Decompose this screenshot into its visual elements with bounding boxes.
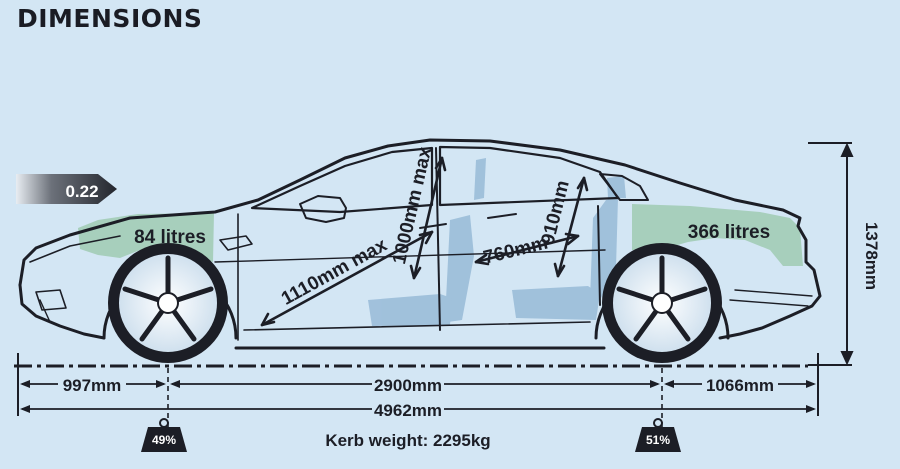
front-wheel [108,243,228,363]
height-label: 1378mm [862,222,881,290]
front-boot-label: 84 litres [134,227,206,248]
kerb-weight-label: Kerb weight: 2295kg [325,431,490,450]
length-label: 4962mm [374,401,442,420]
length-dimensions [14,353,819,440]
front-legroom-label: 1110mm max [278,234,391,309]
rear-wheel [602,243,722,363]
interior-arrows [260,156,589,327]
car-body [18,138,822,350]
wheelbase-label: 2900mm [374,376,442,395]
page-title: DIMENSIONS [17,4,202,33]
rear-boot-label: 366 litres [688,222,770,243]
drag-coefficient-value: 0.22 [65,182,98,201]
height-dimension [808,142,854,366]
rear-weight-label: 51% [646,433,670,447]
rear-weight-icon [635,418,681,452]
drag-coefficient-badge: 0.22 [16,174,117,204]
rear-boot-area [632,204,803,266]
front-weight-label: 49% [152,433,176,447]
rear-overhang-label: 1066mm [706,376,774,395]
front-weight-icon [141,418,187,452]
front-overhang-label: 997mm [63,376,122,395]
